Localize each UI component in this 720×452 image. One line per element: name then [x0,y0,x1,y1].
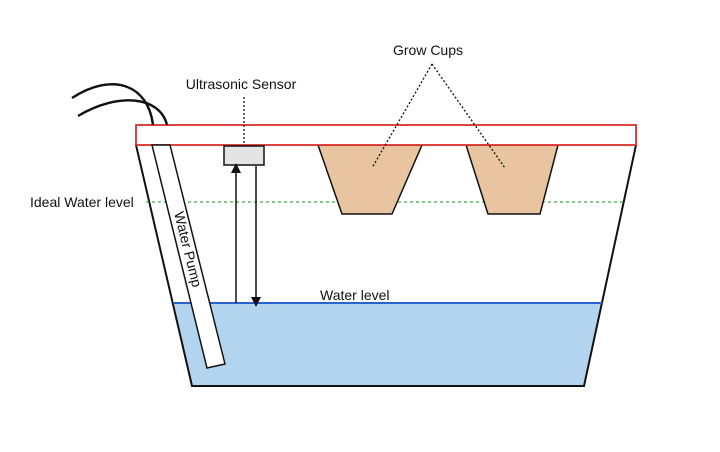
water-body [174,303,602,386]
tank-lid [135,124,637,146]
water-level-label: Water level [320,287,390,303]
tank-outline [135,144,637,387]
ideal-water-level-label: Ideal Water level [30,194,134,210]
grow-cups-leader-right [431,63,506,169]
grow-cups-label: Grow Cups [393,42,463,58]
water-pump-pipe [151,144,226,369]
grow-cup-right [464,144,559,215]
pump-hose-inner [77,99,169,126]
grow-cups-leader-left [371,63,433,169]
ultrasonic-sensor [223,145,265,166]
grow-cup-left [316,144,424,215]
water-pump-label: Water Pump [171,210,205,289]
ultrasonic-sensor-label: Ultrasonic Sensor [186,76,297,92]
pump-hose-outer [71,83,155,126]
